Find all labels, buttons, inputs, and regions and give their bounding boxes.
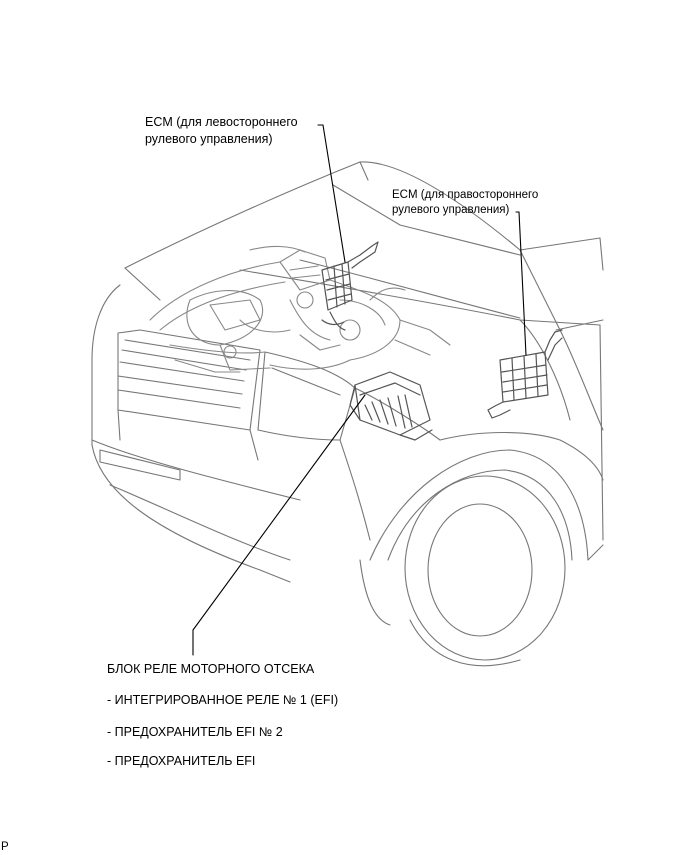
leader-line-relay-block [192,394,366,656]
ecm-lhd-label-line2: рулевого управления) [145,132,273,146]
engine-assembly [149,245,451,373]
ecm-rhd-label-line1: ECM (для правостороннего [392,189,539,201]
ecm-rhd-unit [487,329,563,419]
leader-lines [192,124,527,656]
relay-item-2: - ПРЕДОХРАНИТЕЛЬ EFI № 2 [107,725,283,739]
leader-line-ecm-lhd [317,124,346,263]
ecm-lhd-label: ECM (для левостороннего рулевого управле… [145,114,298,148]
ecm-lhd-label-line1: ECM (для левостороннего [145,115,298,129]
car-body [91,161,604,667]
corner-mark: P [1,841,9,853]
leader-line-ecm-rhd [515,211,527,356]
relay-item-1: - ИНТЕГРИРОВАННОЕ РЕЛЕ № 1 (EFI) [107,693,339,707]
relay-block-title: БЛОК РЕЛЕ МОТОРНОГО ОТСЕКА [107,662,315,676]
ecm-rhd-label-line2: рулевого управления) [392,204,510,216]
ecm-lhd-unit [321,241,379,331]
ecm-rhd-label: ECM (для правостороннего рулевого управл… [392,188,538,218]
relay-block-unit [349,371,433,441]
relay-item-3: - ПРЕДОХРАНИТЕЛЬ EFI [107,754,256,768]
